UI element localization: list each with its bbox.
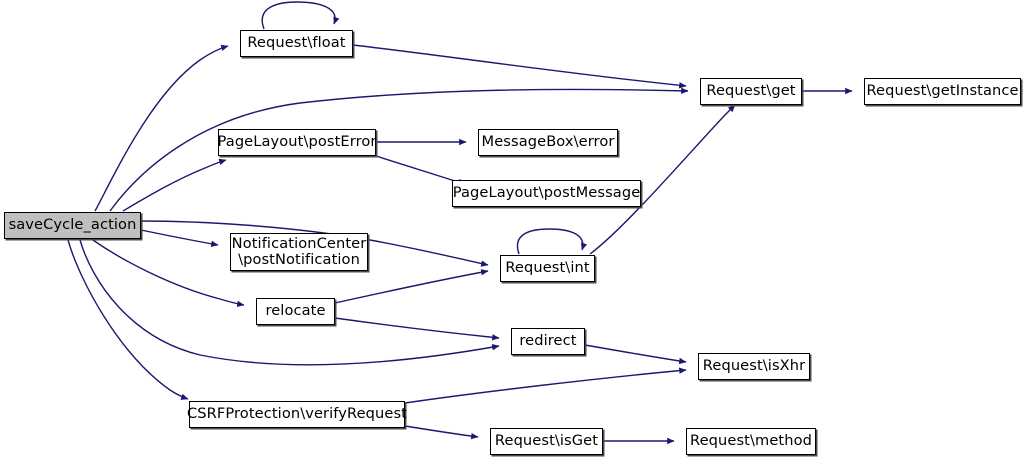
- edge-relocate-to-redirect: [334, 317, 500, 341]
- edge-relocate-to-Request_int: [334, 269, 489, 304]
- node-CSRFProtection_verifyRequest[interactable]: CSRFProtection\verifyRequest: [187, 401, 407, 428]
- node-label: NotificationCenter \postNotification: [231, 234, 367, 268]
- edge-saveCycle_action-to-CSRFProtection_verifyRequest: [67, 239, 189, 400]
- node-label: Request\isXhr: [702, 357, 806, 375]
- node-label: Request\method: [690, 432, 812, 450]
- node-label: redirect: [519, 332, 577, 350]
- node-redirect[interactable]: redirect: [511, 328, 585, 355]
- node-label: MessageBox\error: [481, 133, 615, 151]
- node-Request_int[interactable]: Request\int: [500, 255, 595, 282]
- node-Request_get[interactable]: Request\get: [700, 78, 802, 105]
- node-label: PageLayout\postMessage: [452, 184, 641, 202]
- node-label: Request\int: [505, 259, 590, 277]
- node-Request_isXhr[interactable]: Request\isXhr: [698, 353, 810, 380]
- node-label: CSRFProtection\verifyRequest: [187, 405, 408, 423]
- node-label: Request\isGet: [494, 432, 599, 450]
- node-label: PageLayout\postError: [217, 133, 377, 151]
- edge-CSRFProtection_verifyRequest-to-Request_isXhr: [404, 367, 687, 404]
- node-label: relocate: [265, 302, 326, 320]
- node-label: Request\float: [247, 34, 346, 52]
- node-NotificationCenter_postNotification[interactable]: NotificationCenter \postNotification: [230, 233, 368, 271]
- edge-Request_int-to-Request_get: [589, 104, 736, 255]
- node-Request_getInstance[interactable]: Request\getInstance: [864, 78, 1021, 105]
- edge-redirect-to-Request_isXhr: [584, 344, 687, 365]
- edge-Request_float-self-loop: [261, 1, 340, 30]
- node-Request_isGet[interactable]: Request\isGet: [490, 428, 603, 455]
- edge-CSRFProtection_verifyRequest-to-Request_isGet: [404, 425, 479, 440]
- edge-saveCycle_action-to-PageLayout_postError: [122, 158, 227, 212]
- edge-saveCycle_action-to-Request_float: [94, 44, 229, 212]
- edge-saveCycle_action-to-Request_get: [109, 87, 689, 212]
- node-label: Request\get: [706, 82, 796, 100]
- node-PageLayout_postError[interactable]: PageLayout\postError: [218, 129, 376, 156]
- edge-Request_int-self-loop: [516, 228, 588, 255]
- edge-saveCycle_action-to-relocate: [92, 239, 245, 308]
- node-Request_float[interactable]: Request\float: [240, 30, 353, 57]
- edge-saveCycle_action-to-redirect: [79, 239, 500, 366]
- node-saveCycle_action[interactable]: saveCycle_action: [4, 212, 141, 239]
- node-label: saveCycle_action: [8, 216, 137, 234]
- edge-saveCycle_action-to-NotificationCenter_postNotification: [140, 229, 219, 247]
- node-MessageBox_error[interactable]: MessageBox\error: [478, 129, 618, 156]
- node-Request_method[interactable]: Request\method: [686, 428, 816, 455]
- edge-Request_float-to-Request_get: [352, 44, 687, 89]
- node-PageLayout_postMessage[interactable]: PageLayout\postMessage: [452, 180, 641, 207]
- node-label: Request\getInstance: [866, 82, 1019, 100]
- node-relocate[interactable]: relocate: [256, 298, 335, 325]
